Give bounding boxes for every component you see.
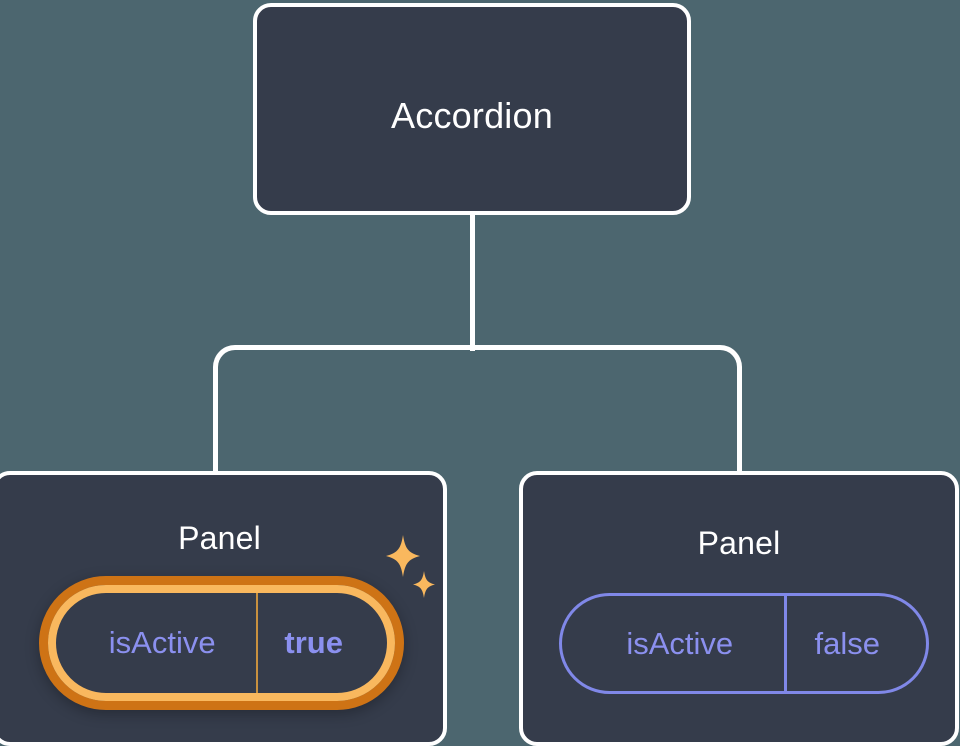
prop-key: isActive (626, 625, 734, 661)
node-panel-inactive[interactable]: Panel isActive false (519, 471, 959, 746)
connector-branch-left (213, 345, 477, 480)
node-accordion[interactable]: Accordion (253, 3, 691, 215)
connector-branch-right (472, 345, 742, 480)
connector-root-to-branch (470, 214, 475, 351)
highlight-ring-inner (48, 585, 395, 701)
highlight-ring-outer (39, 576, 404, 710)
prop-badge-isactive-false[interactable]: isActive false (559, 593, 929, 694)
prop-divider (256, 593, 259, 693)
prop-badge-isactive-true[interactable]: isActive true (39, 576, 404, 710)
prop-key: isActive (108, 625, 216, 660)
node-panel-inactive-label: Panel (697, 525, 781, 561)
node-accordion-label: Accordion (391, 95, 553, 136)
prop-value: true (284, 625, 343, 660)
node-panel-active[interactable]: Panel isActive true (0, 471, 447, 746)
prop-divider (783, 596, 787, 691)
prop-value: false (814, 625, 880, 661)
node-panel-active-label: Panel (178, 520, 261, 556)
